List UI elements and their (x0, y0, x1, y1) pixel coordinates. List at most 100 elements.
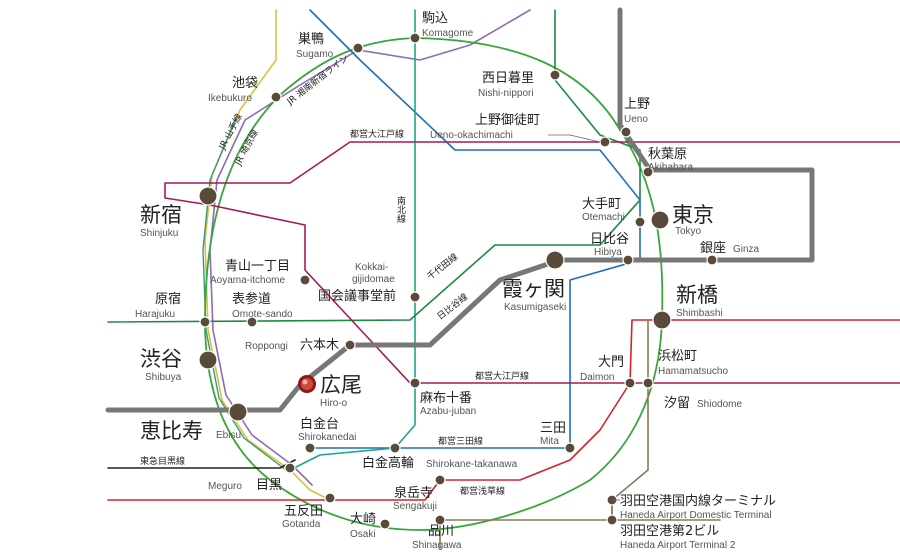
gotanda-ja: 五反田 (284, 504, 323, 519)
ebisu-ja: 恵比寿 (140, 419, 203, 443)
shinbashi-marker (652, 310, 672, 330)
uenookachimachi-en: Ueno-okachimachi (430, 130, 513, 141)
roppongi-ja: 六本木 (300, 338, 339, 353)
hibiya-ja: 日比谷 (590, 232, 629, 247)
sugamo-ja: 巣鴨 (298, 32, 324, 47)
hiroo-ja: 広尾 (320, 373, 362, 397)
shirokanedai-ja: 白金台 (300, 416, 339, 432)
jr-shonan-label: JR 湘南新宿ライン (284, 52, 351, 108)
otemachi-ja: 大手町 (582, 197, 621, 212)
nishinippori-marker (549, 69, 561, 81)
hnd-t2-ja: 羽田空港第2ビル (620, 524, 719, 539)
osaki-en: Osaki (350, 529, 376, 540)
shirokanedai-en: Shirokanedai (298, 432, 356, 443)
meguro-ja: 目黒 (256, 478, 282, 493)
shinjuku-en: Shinjuku (140, 228, 178, 239)
toyoko-line (107, 459, 296, 469)
aoyama-ja: 青山一丁目 (225, 259, 290, 274)
akihabara-en: Akihabara (648, 162, 693, 173)
kasumigaseki-en: Kasumigaseki (504, 302, 566, 313)
kokkai-en2: gijidomae (352, 274, 395, 285)
meguro-marker (284, 462, 296, 474)
omotesando-marker (246, 316, 258, 328)
kasumigaseki-ja: 霞ヶ関 (502, 277, 565, 301)
gotanda-marker (324, 492, 336, 504)
shinagawa-marker (434, 514, 446, 526)
sengakuji-en: Sengakuji (393, 501, 437, 512)
hamamatsucho-en: Hamamatsucho (658, 366, 728, 377)
shinbashi-en: Shimbashi (676, 308, 723, 319)
kokkai-en1: Kokkai- (355, 262, 388, 273)
hibiya-marker (622, 254, 634, 266)
shirokanetakanawa-marker (389, 442, 401, 454)
otemachi-marker (634, 216, 646, 228)
harajuku-ja: 原宿 (155, 291, 181, 307)
jr-yamanote-label: JR 山手線 (216, 112, 245, 153)
oedo-bottom-label: 都営大江戸線 (475, 370, 529, 382)
tokyo-marker (650, 210, 670, 230)
shibuya-en: Shibuya (145, 372, 182, 383)
shibuya-marker (198, 350, 218, 370)
aoyama-en: Aoyama-itchome (210, 275, 285, 286)
hibiya-en: Hibiya (594, 247, 622, 258)
chiyoda-line (107, 9, 641, 323)
hnd-t2-en: Haneda Airport Terminal 2 (620, 540, 736, 551)
harajuku-marker (199, 316, 211, 328)
shirokanetakanawa-en: Shirokane-takanawa (426, 459, 518, 470)
ikebukuro-marker (270, 91, 282, 103)
asakusa-label: 都営浅草線 (460, 485, 505, 497)
hamamatsucho-ja: 浜松町 (658, 349, 697, 364)
komagome-en: Komagome (422, 28, 474, 39)
komagome-ja: 駒込 (422, 11, 448, 26)
omotesando-en: Omote-sando (232, 309, 293, 320)
oedo-top-label: 都営大江戸線 (350, 128, 404, 140)
shinagawa-en: Shinagawa (412, 540, 462, 551)
oedo-line (164, 141, 900, 384)
hamamatsucho-marker (642, 377, 654, 389)
ginza-en: Ginza (733, 244, 760, 255)
osaki-ja: 大崎 (350, 512, 376, 527)
mita-en: Mita (540, 436, 559, 447)
mita-marker (564, 442, 576, 454)
shirokanetakanawa-ja: 白金高輪 (362, 455, 414, 471)
roppongi-marker (344, 339, 356, 351)
otemachi-en: Otemachi (582, 212, 625, 223)
hnd-dom-ja: 羽田空港国内線ターミナル (620, 493, 776, 509)
ikebukuro-ja: 池袋 (232, 76, 258, 91)
ueno-ja: 上野 (624, 97, 650, 112)
ueno-en: Ueno (624, 114, 648, 125)
leader-uenookachimachi (548, 134, 601, 143)
uenookachimachi-ja: 上野御徒町 (475, 113, 540, 128)
toyoko-label: 東急目黒線 (140, 455, 185, 467)
tokyo-en: Tokyo (675, 226, 702, 237)
azabujuban-ja: 麻布十番 (420, 391, 472, 406)
hnd-t2-marker (606, 514, 618, 526)
mita-label: 都営三田線 (438, 435, 483, 447)
hiroo-highlight (298, 375, 316, 393)
daimon-marker (624, 377, 636, 389)
omotesando-ja: 表参道 (232, 291, 271, 307)
kokkai-ja: 国会議事堂前 (318, 288, 396, 304)
roppongi-en: Roppongi (245, 341, 288, 352)
shonan-line (209, 9, 531, 486)
shiodome-en: Shiodome (697, 399, 742, 410)
tokyo-ja: 東京 (672, 203, 714, 227)
shinjuku-ja: 新宿 (140, 203, 182, 227)
saikyo-line (204, 9, 331, 501)
sengakuji-marker (434, 474, 446, 486)
mita-ja: 三田 (540, 421, 566, 436)
ikebukuro-en: Ikebukuro (208, 93, 252, 104)
nishinippori-ja: 西日暮里 (482, 71, 534, 86)
kasumigaseki-marker (545, 250, 565, 270)
ginza-marker (706, 254, 718, 266)
uenookachimachi-marker (599, 136, 611, 148)
akihabara-marker (642, 166, 654, 178)
shinagawa-ja: 品川 (428, 524, 454, 539)
azabujuban-marker (409, 377, 421, 389)
shirokanedai-marker (304, 442, 316, 454)
hibiya-label: 日比谷線 (434, 291, 470, 323)
namboku-label: 南北線 (395, 195, 406, 223)
shinjuku-marker (198, 186, 218, 206)
gotanda-en: Gotanda (282, 519, 321, 530)
